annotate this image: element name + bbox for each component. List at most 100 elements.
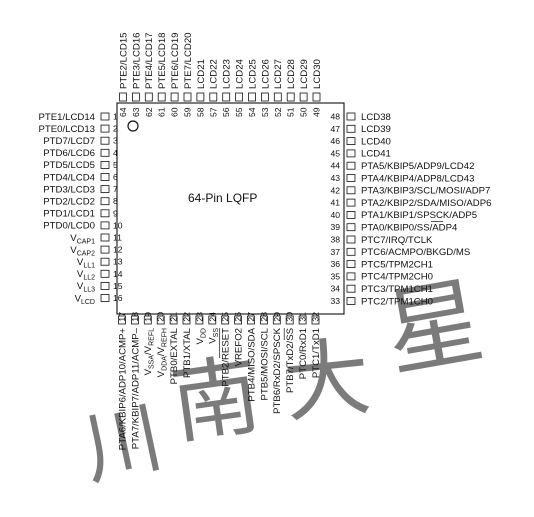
pin-number-40: 40 xyxy=(330,210,340,220)
pin-label-34: PTC3/TPM1CH1 xyxy=(361,284,433,295)
pin-number-19: 19 xyxy=(143,312,153,322)
pin-pad-32 xyxy=(311,315,320,325)
pin-pad-44 xyxy=(346,161,356,170)
pin-pad-18 xyxy=(130,315,139,325)
chip-title: 64-Pin LQFP xyxy=(188,191,257,205)
pin-label-3: PTD7/LCD7 xyxy=(43,136,95,147)
pin-pad-39 xyxy=(346,223,356,232)
pin-label-19: VSSA/VREFL xyxy=(143,328,156,376)
pin-label-47: LCD39 xyxy=(361,124,391,135)
pin-number-29: 29 xyxy=(272,312,282,322)
pin-pad-64 xyxy=(119,92,127,102)
pin-pad-42 xyxy=(346,186,356,195)
pin-number-8: 8 xyxy=(113,196,118,206)
pin-number-18: 18 xyxy=(130,312,140,322)
pin-label-52: LCD27 xyxy=(273,59,284,89)
pin-number-2: 2 xyxy=(113,124,118,134)
pin-label-2: PTE0/LCD13 xyxy=(38,124,95,135)
pin-number-25: 25 xyxy=(220,312,230,322)
pin-number-3: 3 xyxy=(113,136,118,146)
pin-label-48: LCD38 xyxy=(361,112,391,123)
pin-number-38: 38 xyxy=(330,235,340,245)
pin-pad-15 xyxy=(100,281,110,290)
pin-label-45: LCD41 xyxy=(361,149,391,160)
pin-pad-13 xyxy=(100,257,110,266)
pin-label-16: VLCD xyxy=(75,293,95,306)
pin-pad-14 xyxy=(100,269,110,278)
pin-pad-11 xyxy=(100,233,110,242)
pin-pad-48 xyxy=(346,112,356,121)
pin-label-14: VLL2 xyxy=(77,269,95,282)
pin-number-62: 62 xyxy=(144,107,154,117)
pin-pad-25 xyxy=(221,315,230,325)
pin-label-61: PTE5/LCD18 xyxy=(157,32,168,89)
pin-pad-63 xyxy=(131,92,140,102)
pin-pad-46 xyxy=(346,137,356,146)
pin-number-46: 46 xyxy=(330,136,340,146)
pin-number-58: 58 xyxy=(195,107,205,117)
pin-number-47: 47 xyxy=(330,124,340,134)
pin-number-59: 59 xyxy=(183,107,193,117)
pin-pad-34 xyxy=(346,284,356,293)
pin-label-35: PTC4/TPM2CH0 xyxy=(361,272,433,283)
pin-label-38: PTC7/IRQ/TCLK xyxy=(361,235,433,246)
pin-pad-29 xyxy=(272,315,281,325)
pin-label-63: PTE3/LCD16 xyxy=(131,32,142,89)
pin-number-20: 20 xyxy=(156,312,166,322)
pin-number-64: 64 xyxy=(118,107,128,117)
pin-label-7: PTD3/LCD3 xyxy=(43,184,95,195)
pin-pad-21 xyxy=(169,315,178,325)
pin-number-61: 61 xyxy=(157,107,167,117)
pin-pad-8 xyxy=(100,197,110,206)
pin-pad-41 xyxy=(346,198,356,207)
pin-pad-16 xyxy=(100,294,110,302)
pin-number-6: 6 xyxy=(113,172,118,182)
pin-number-36: 36 xyxy=(330,259,340,269)
pin-pad-35 xyxy=(346,272,356,281)
pin-number-5: 5 xyxy=(113,160,118,170)
pin-label-46: LCD40 xyxy=(361,136,391,147)
pin-number-41: 41 xyxy=(330,198,340,208)
pins-group: 1PTE1/LCD142PTE0/LCD133PTD7/LCD74PTD6/LC… xyxy=(38,32,491,450)
pin-label-33: PTC2/TPM1CH0 xyxy=(361,296,433,307)
pin-label-11: VCAP1 xyxy=(70,233,95,246)
watermark-glyph-4: 星 xyxy=(377,264,491,391)
pin-label-39: PTA0/KBIP0/SS/ADP4 xyxy=(361,223,458,234)
pin-number-53: 53 xyxy=(260,107,270,117)
pin-label-42: PTA3/KBIP3/SCL/MOSI/ADP7 xyxy=(361,186,490,197)
pin-number-31: 31 xyxy=(298,312,308,322)
pin-number-14: 14 xyxy=(113,269,123,279)
pin-label-41: PTA2/KBIP2/SDA/MISO/ADP6 xyxy=(361,198,491,209)
pin-label-40: PTA1/KBIP1/SPSCK/ADP5 xyxy=(361,210,477,221)
pin-number-9: 9 xyxy=(113,208,118,218)
pin-label-29: PTB6/RxD2/SPSCK xyxy=(272,327,283,413)
pin-label-62: PTE4/LCD17 xyxy=(144,32,155,89)
pin-label-51: LCD28 xyxy=(286,59,297,89)
pin-number-16: 16 xyxy=(113,293,123,303)
pin-label-49: LCD30 xyxy=(312,59,323,89)
pin-label-26: VREFO2 xyxy=(234,328,245,366)
watermark-glyph-2: 南 xyxy=(165,343,266,457)
pin-label-15: VLL3 xyxy=(77,281,95,294)
pin-label-54: LCD25 xyxy=(247,59,258,89)
pin-number-24: 24 xyxy=(207,312,217,322)
pin-pad-38 xyxy=(346,235,356,244)
pin-label-31: PTC0/RxD1 xyxy=(298,328,309,379)
pin-number-10: 10 xyxy=(113,220,123,230)
pin-label-13: VLL1 xyxy=(77,257,95,270)
pin-pad-43 xyxy=(346,174,356,182)
pin-label-20: VDDA/VREFH xyxy=(156,328,169,377)
pin-number-26: 26 xyxy=(233,312,243,322)
pin-pad-54 xyxy=(248,92,256,102)
pin-pad-45 xyxy=(346,149,356,158)
pin-label-59: PTE7/LCD20 xyxy=(183,32,194,89)
pin-number-50: 50 xyxy=(299,107,309,117)
pin-number-17: 17 xyxy=(117,312,127,322)
pin-number-43: 43 xyxy=(330,173,340,183)
chip-body xyxy=(116,102,345,315)
pin-pad-23 xyxy=(195,315,204,325)
pin-number-48: 48 xyxy=(330,112,340,122)
pin-pad-5 xyxy=(100,160,110,169)
pin-pad-55 xyxy=(235,92,244,102)
